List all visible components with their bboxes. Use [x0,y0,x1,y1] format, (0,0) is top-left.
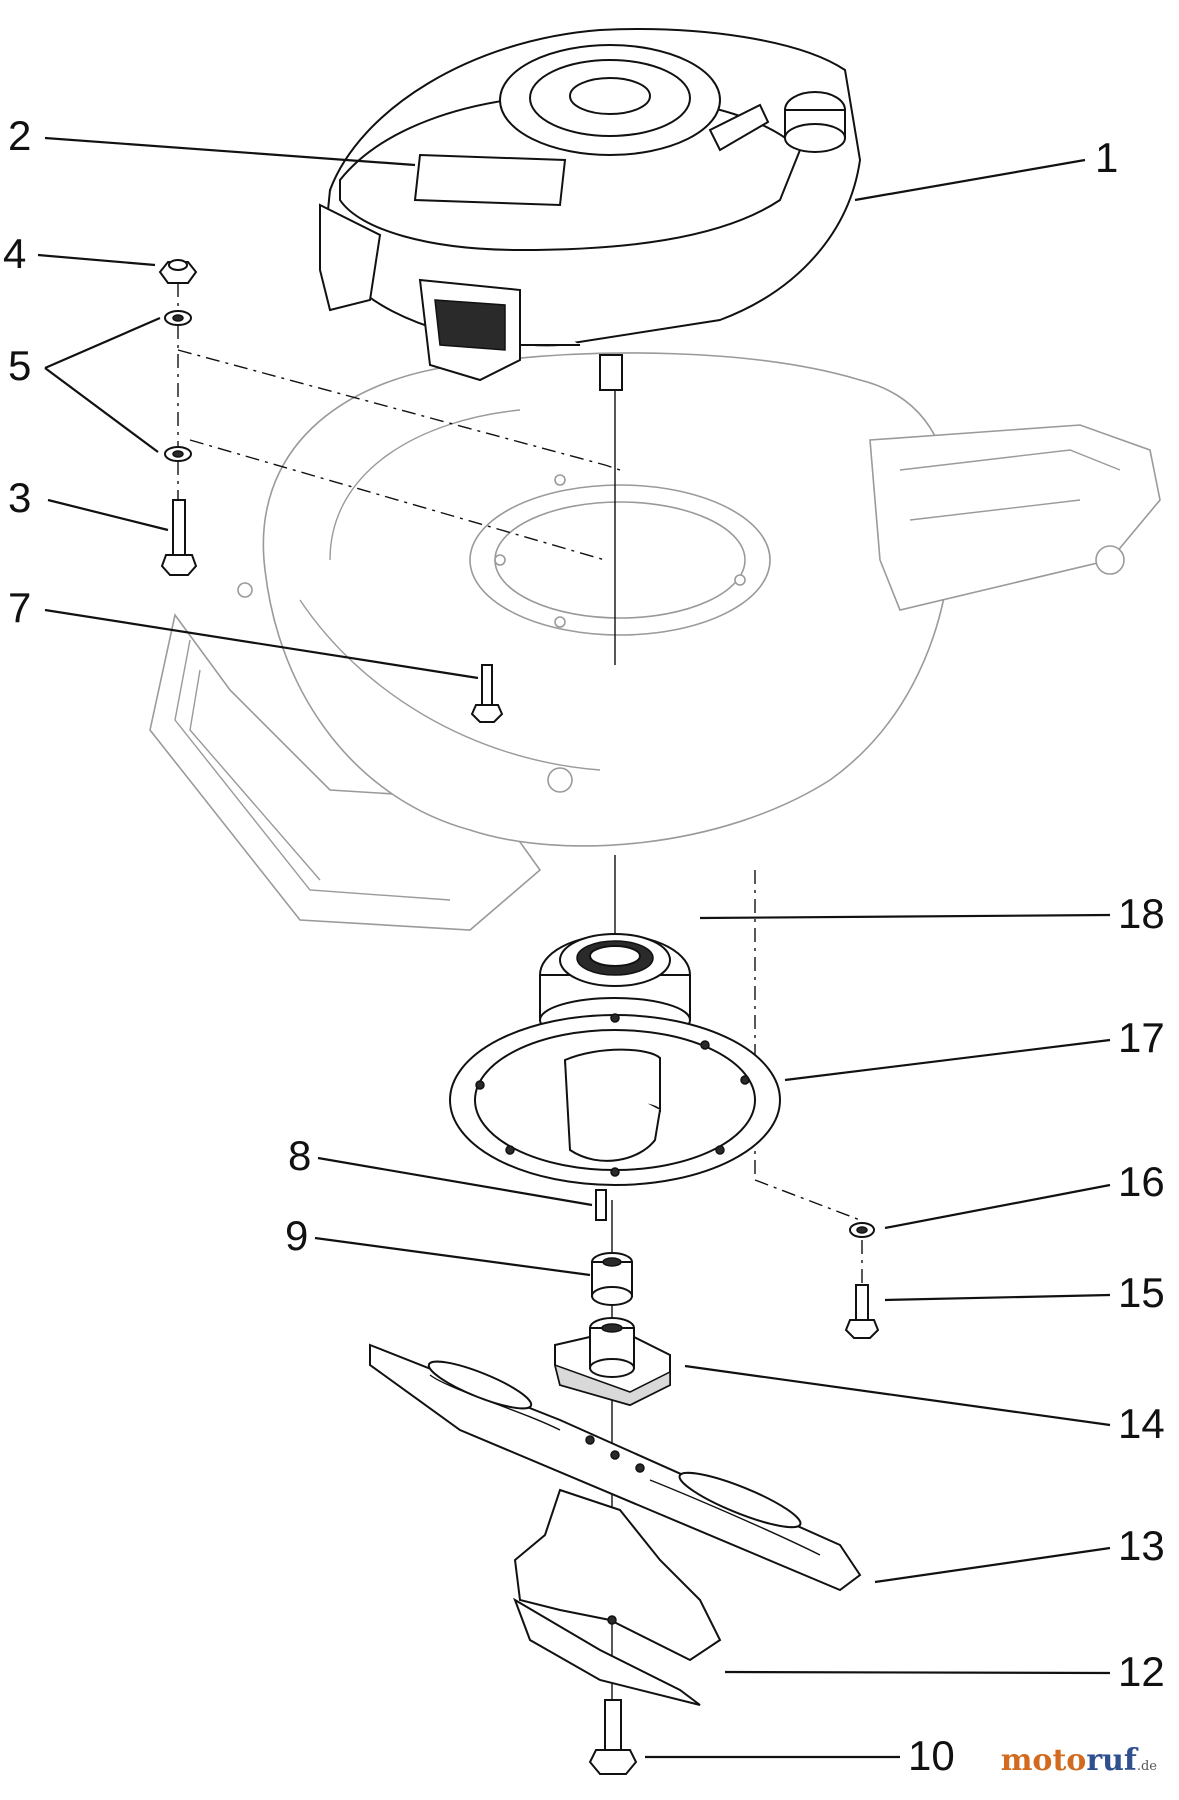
callout-5: 5 [8,342,31,389]
blade-adapter [553,1317,671,1407]
leader-lines [37,136,1111,1759]
engine-assembly [319,28,862,391]
watermark-brand-b: ruf [1086,1743,1137,1778]
callout-1: 1 [1095,134,1118,181]
watermark-logo: motoruf.de [1001,1743,1157,1778]
callout-12: 12 [1118,1648,1165,1695]
mower-blade [369,1343,862,1592]
hardware-left [158,259,621,576]
spacer [591,1252,633,1306]
callout-7: 7 [8,584,31,631]
roll-pin [595,1189,607,1221]
callout-4: 4 [3,230,26,277]
callout-14: 14 [1118,1400,1165,1447]
callout-9: 9 [285,1212,308,1259]
deck-bolt [470,664,504,723]
callout-2: 2 [8,112,31,159]
blade-bolt [588,1699,638,1775]
callout-13: 13 [1118,1522,1165,1569]
callout-17: 17 [1118,1014,1165,1061]
callout-labels: 1 2 3 4 5 7 8 9 10 12 13 14 15 16 17 18 [3,112,1165,1779]
callout-8: 8 [288,1132,311,1179]
hardware-right [844,1222,880,1339]
bearing-plate [449,1013,781,1186]
mulching-blade [513,1488,722,1706]
callout-15: 15 [1118,1269,1165,1316]
callout-10: 10 [908,1732,955,1779]
watermark-tld: .de [1136,1759,1157,1774]
mower-deck [149,352,1161,931]
watermark-brand-a: moto [1000,1743,1087,1778]
callout-18: 18 [1118,890,1165,937]
engine-decal [413,153,567,207]
callout-16: 16 [1118,1158,1165,1205]
callout-3: 3 [8,474,31,521]
